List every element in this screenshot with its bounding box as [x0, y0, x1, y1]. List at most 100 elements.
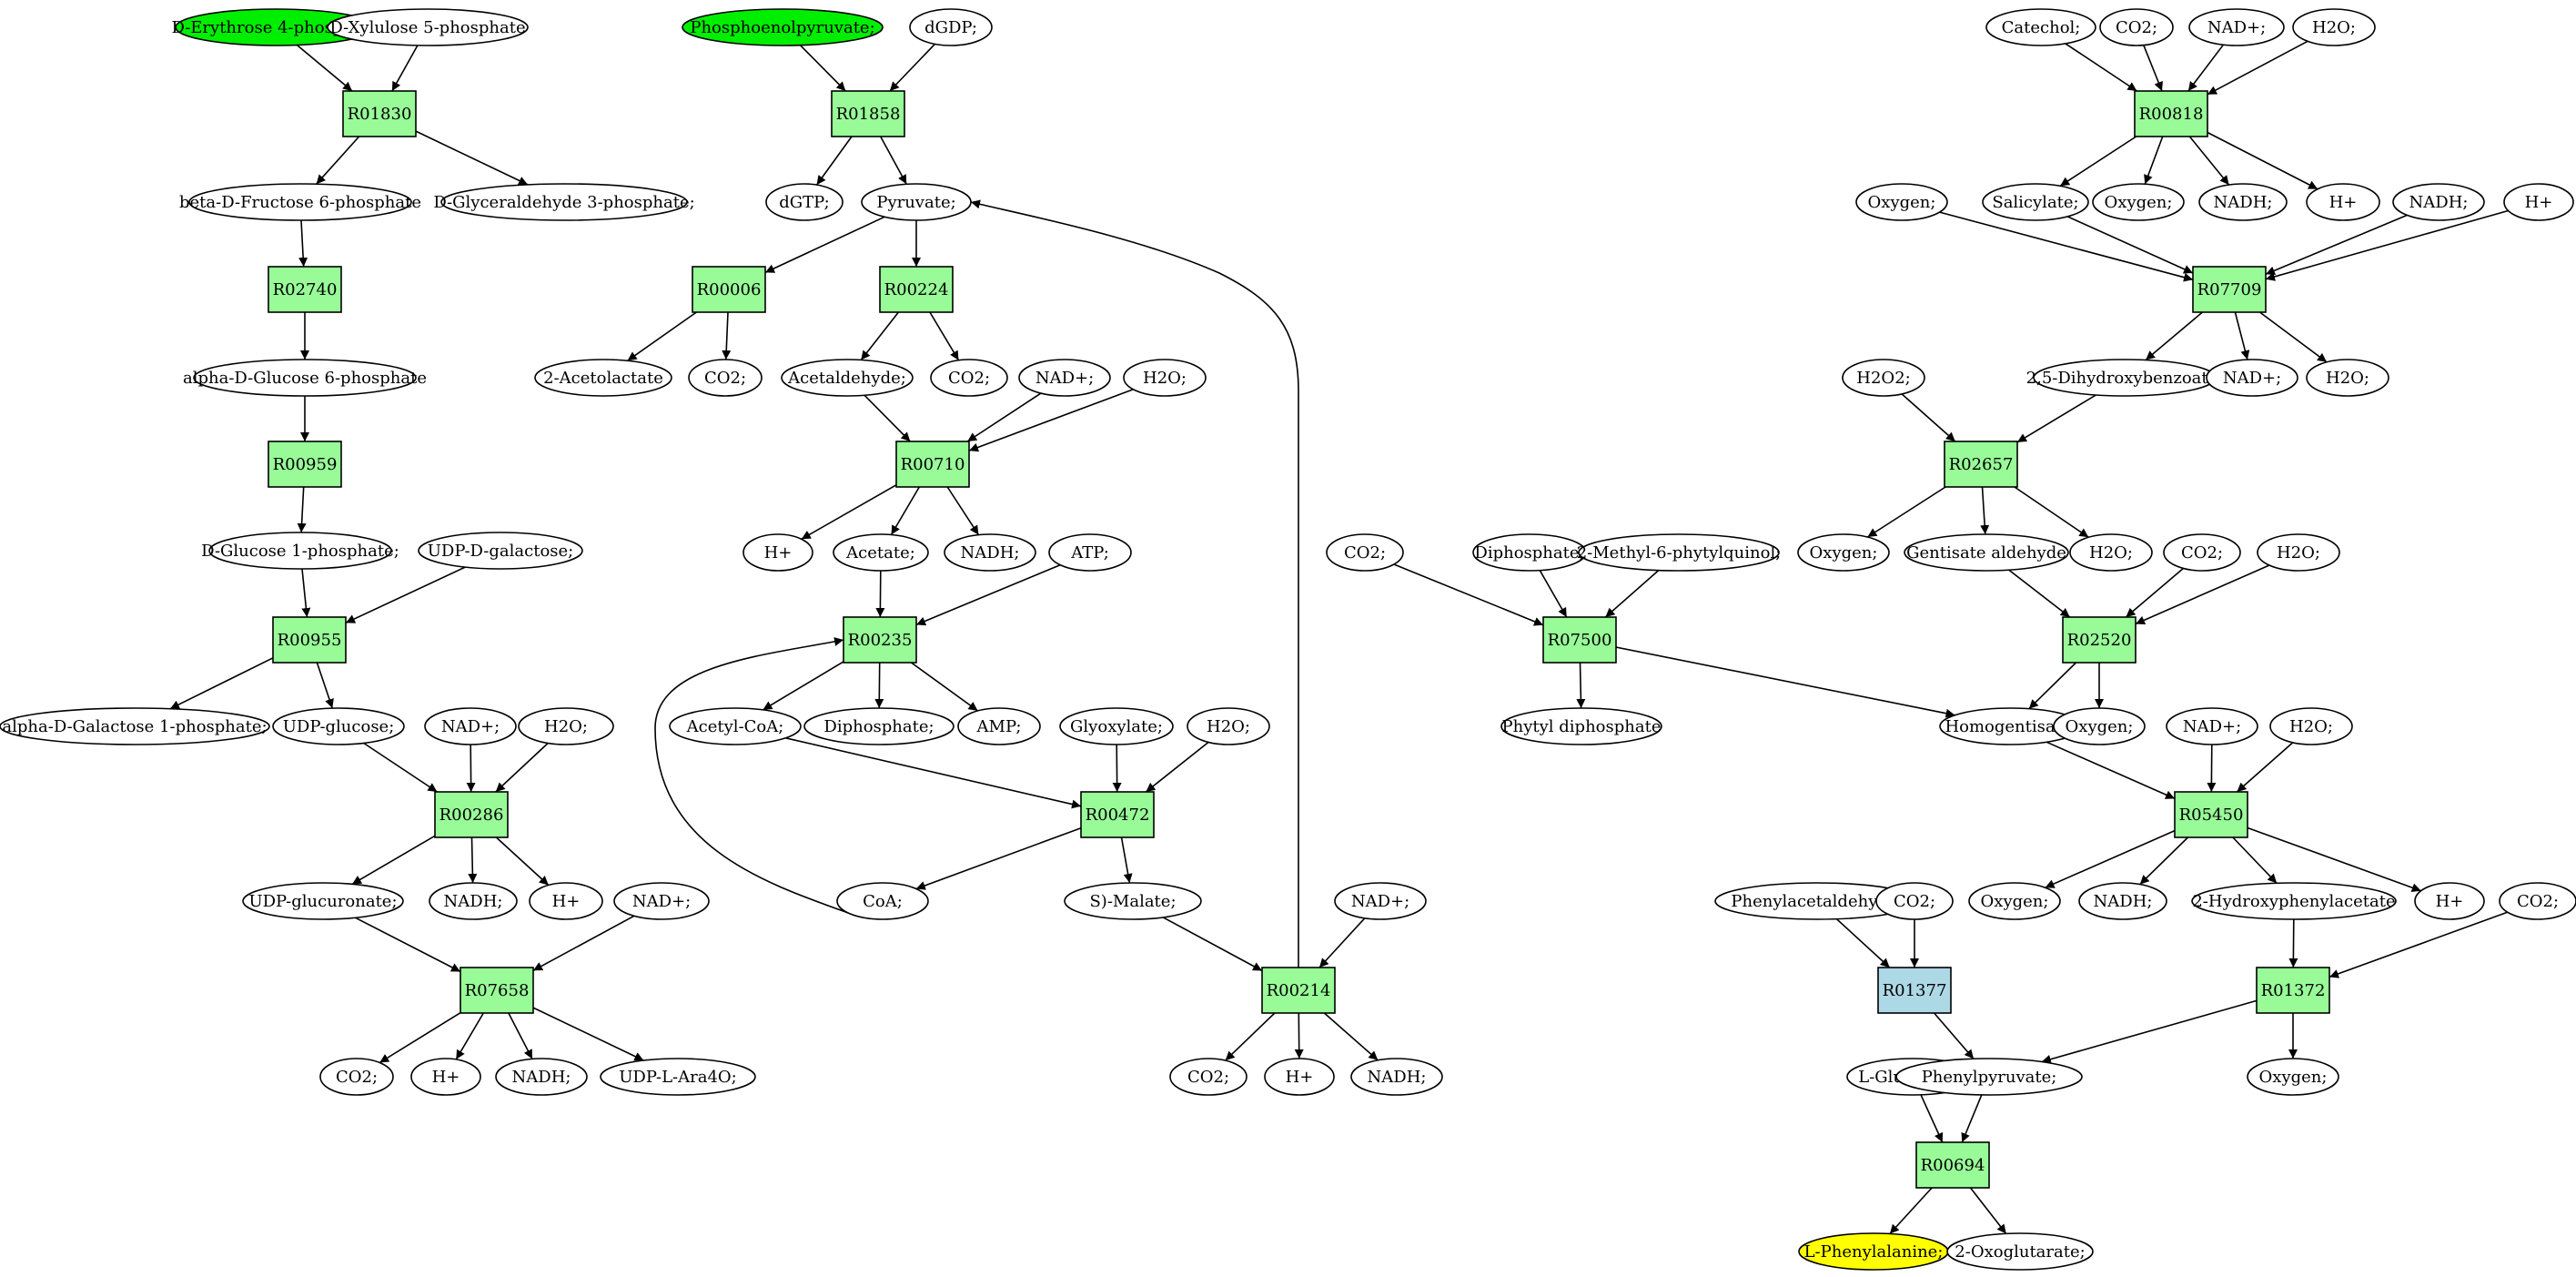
- metabolite-node-m77[interactable]: CO2;: [2499, 882, 2576, 920]
- reaction-node-r5[interactable]: R00286: [434, 791, 509, 838]
- metabolite-node-m13[interactable]: NADH;: [429, 882, 518, 920]
- reaction-node-r7[interactable]: R01858: [831, 90, 905, 137]
- reaction-node-r20[interactable]: R01377: [1877, 967, 1952, 1014]
- metabolite-node-m33[interactable]: ATP;: [1048, 533, 1132, 572]
- metabolite-node-m35[interactable]: Diphosphate;: [803, 707, 955, 745]
- metabolite-node-m3[interactable]: beta-D-Fructose 6-phosphate: [179, 183, 421, 221]
- metabolite-node-m14[interactable]: H+: [529, 882, 603, 920]
- reaction-node-r11[interactable]: R00235: [843, 616, 917, 664]
- reaction-node-r13[interactable]: R00214: [1261, 967, 1336, 1014]
- metabolite-node-m23[interactable]: Pyruvate;: [861, 183, 972, 221]
- metabolite-node-m70[interactable]: Oxygen;: [2053, 707, 2146, 745]
- metabolite-node-m5[interactable]: alpha-D-Glucose 6-phosphate: [183, 359, 427, 397]
- reaction-node-r9[interactable]: R00224: [879, 266, 954, 313]
- reaction-node-r22[interactable]: R00694: [1915, 1141, 1990, 1189]
- metabolite-node-m26[interactable]: Acetaldehyde;: [781, 359, 914, 397]
- metabolite-node-m1[interactable]: D-Erythrose 4-phosphate: [171, 8, 380, 46]
- metabolite-node-m37[interactable]: Glyoxylate;: [1059, 707, 1174, 745]
- metabolite-node-m51[interactable]: NADH;: [2198, 183, 2288, 221]
- reaction-node-r19[interactable]: R05450: [2174, 791, 2248, 838]
- metabolite-node-m64[interactable]: H2O;: [2257, 533, 2340, 572]
- metabolite-node-m74[interactable]: NADH;: [2078, 882, 2167, 920]
- metabolite-node-m61[interactable]: Gentisate aldehyde: [1904, 533, 2069, 572]
- metabolite-node-m68[interactable]: Phytyl diphosphate: [1500, 707, 1662, 745]
- metabolite-node-m69[interactable]: Homogentisate;: [1939, 707, 2083, 745]
- metabolite-node-m48[interactable]: H2O;: [2292, 8, 2376, 46]
- metabolite-node-m19[interactable]: UDP-L-Ara4O;: [600, 1058, 756, 1096]
- reaction-node-r18[interactable]: R07500: [1542, 616, 1617, 664]
- reaction-node-r14[interactable]: R00818: [2134, 90, 2208, 137]
- metabolite-node-m65[interactable]: CO2;: [1326, 533, 1404, 572]
- metabolite-node-m8[interactable]: alpha-D-Galactose 1-phosphate;: [0, 707, 270, 745]
- reaction-node-r8[interactable]: R00006: [692, 266, 766, 313]
- metabolite-node-m49[interactable]: Salicylate;: [1982, 183, 2089, 221]
- metabolite-node-m76[interactable]: H+: [2414, 882, 2485, 920]
- metabolite-node-m18[interactable]: NADH;: [495, 1058, 588, 1096]
- metabolite-node-m12[interactable]: UDP-glucuronate;: [242, 882, 404, 920]
- metabolite-node-m36[interactable]: AMP;: [957, 707, 1041, 745]
- metabolite-node-m6[interactable]: D-Glucose 1-phosphate;: [201, 532, 399, 570]
- metabolite-node-m4[interactable]: D-Glyceraldehyde 3-phosphate;: [433, 183, 695, 221]
- metabolite-node-m32[interactable]: NADH;: [944, 533, 1036, 572]
- metabolite-node-m62[interactable]: H2O;: [2069, 533, 2153, 572]
- metabolite-node-m25[interactable]: CO2;: [688, 359, 763, 397]
- metabolite-node-m82[interactable]: Phenylpyruvate;: [1895, 1058, 2083, 1096]
- metabolite-node-m60[interactable]: Oxygen;: [1797, 533, 1890, 572]
- metabolite-node-m58[interactable]: H2O;: [2306, 359, 2389, 397]
- metabolite-node-m50[interactable]: Oxygen;: [2092, 183, 2185, 221]
- metabolite-node-m10[interactable]: NAD+;: [424, 707, 517, 745]
- metabolite-node-m80[interactable]: Oxygen;: [2247, 1058, 2339, 1096]
- metabolite-node-m11[interactable]: H2O;: [518, 707, 614, 745]
- metabolite-node-m59[interactable]: H2O2;: [1842, 359, 1925, 397]
- reaction-node-r6[interactable]: R07658: [460, 967, 534, 1014]
- metabolite-node-m30[interactable]: H+: [742, 533, 813, 572]
- reaction-node-r17[interactable]: R02520: [2062, 616, 2137, 664]
- metabolite-node-m75[interactable]: 2-Hydroxyphenylacetate: [2191, 882, 2397, 920]
- metabolite-node-m40[interactable]: S)-Malate;: [1064, 882, 1202, 920]
- metabolite-node-m27[interactable]: CO2;: [930, 359, 1008, 397]
- metabolite-node-m24[interactable]: 2-Acetolactate: [534, 359, 672, 397]
- metabolite-node-m57[interactable]: NAD+;: [2206, 359, 2298, 397]
- metabolite-node-m56[interactable]: 2,5-Dihydroxybenzoate;: [2026, 359, 2224, 397]
- reaction-node-r4[interactable]: R00955: [272, 616, 347, 664]
- metabolite-node-m41[interactable]: NAD+;: [1334, 882, 1427, 920]
- metabolite-node-m15[interactable]: NAD+;: [613, 882, 710, 920]
- metabolite-node-m7[interactable]: UDP-D-galactose;: [418, 532, 583, 570]
- metabolite-node-m52[interactable]: H+: [2306, 183, 2380, 221]
- metabolite-node-m9[interactable]: UDP-glucose;: [272, 707, 405, 745]
- reaction-node-r15[interactable]: R07709: [2192, 266, 2267, 313]
- reaction-node-r21[interactable]: R01372: [2256, 967, 2330, 1014]
- metabolite-node-m16[interactable]: CO2;: [319, 1058, 394, 1096]
- metabolite-node-m2[interactable]: D-Xylulose 5-phosphate: [327, 8, 529, 46]
- metabolite-node-m38[interactable]: H2O;: [1187, 707, 1270, 745]
- metabolite-node-m20[interactable]: Phosphoenolpyruvate;: [682, 8, 884, 46]
- reaction-node-r2[interactable]: R02740: [268, 266, 342, 313]
- metabolite-node-m39[interactable]: CoA;: [836, 882, 929, 920]
- reaction-node-r12[interactable]: R00472: [1080, 791, 1155, 838]
- metabolite-node-m22[interactable]: dGTP;: [765, 183, 844, 221]
- reaction-node-r10[interactable]: R00710: [895, 441, 970, 488]
- metabolite-node-m34[interactable]: Acetyl-CoA;: [669, 707, 802, 745]
- metabolite-node-m84[interactable]: 2-Oxoglutarate;: [1946, 1232, 2094, 1271]
- metabolite-node-m67[interactable]: 2-Methyl-6-phytylquinol;: [1577, 533, 1782, 572]
- metabolite-node-m53[interactable]: Oxygen;: [1855, 183, 1948, 221]
- metabolite-node-m28[interactable]: NAD+;: [1018, 359, 1111, 397]
- metabolite-node-m45[interactable]: Catechol;: [1985, 8, 2096, 46]
- metabolite-node-m83[interactable]: L-Phenylalanine;: [1798, 1232, 1949, 1271]
- metabolite-node-m79[interactable]: CO2;: [1875, 882, 1954, 920]
- reaction-node-r1[interactable]: R01830: [342, 90, 417, 137]
- metabolite-node-m55[interactable]: H+: [2503, 183, 2574, 221]
- metabolite-node-m44[interactable]: NADH;: [1350, 1058, 1443, 1096]
- metabolite-node-m63[interactable]: CO2;: [2163, 533, 2241, 572]
- reaction-node-r16[interactable]: R02657: [1944, 441, 2018, 488]
- metabolite-node-m47[interactable]: NAD+;: [2188, 8, 2285, 46]
- metabolite-node-m73[interactable]: Oxygen;: [1968, 882, 2061, 920]
- metabolite-node-m29[interactable]: H2O;: [1123, 359, 1207, 397]
- metabolite-node-m72[interactable]: H2O;: [2269, 707, 2353, 745]
- metabolite-node-m46[interactable]: CO2;: [2099, 8, 2174, 46]
- metabolite-node-m43[interactable]: H+: [1264, 1058, 1335, 1096]
- metabolite-node-m54[interactable]: NADH;: [2392, 183, 2485, 221]
- metabolite-node-m71[interactable]: NAD+;: [2166, 707, 2258, 745]
- metabolite-node-m66[interactable]: Diphosphate;: [1472, 533, 1587, 572]
- metabolite-node-m42[interactable]: CO2;: [1169, 1058, 1248, 1096]
